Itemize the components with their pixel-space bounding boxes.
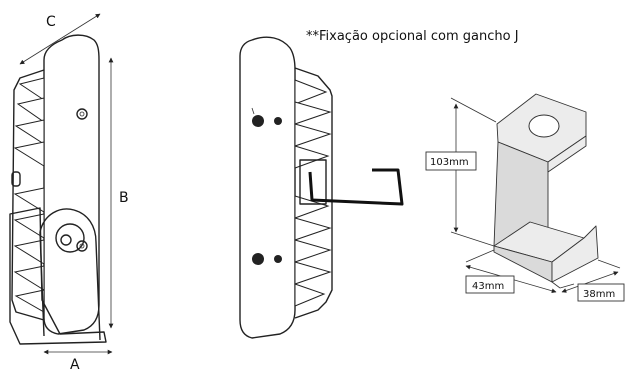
dim-height-label: 103mm [430,157,469,168]
body-screw [76,108,88,120]
mount-hole-upper-right [274,117,282,125]
cooling-fins-mid-view [294,79,332,307]
hook-mounting-hole [528,114,560,138]
mount-hole-lower-left [252,253,264,265]
side-view-with-bracket: C B A [9,13,129,371]
reflector-body-outline-mid [239,36,296,339]
j-hook [308,168,404,206]
reflector-rear-edge [11,69,45,321]
dim-depth-box [577,283,625,302]
j-hook-detail: **Fixação opcional com gancho J 103mm 43… [306,29,625,302]
pivot-screw [76,240,88,252]
dim-depth-line [561,271,619,293]
dim-depth-label: 38mm [583,289,615,300]
mount-hole-lower-right [274,255,282,263]
dim-c-label: C [46,14,56,30]
dim-b-label: B [119,190,129,206]
dim-width-box [465,275,515,294]
dim-height-box [425,151,477,171]
dim-c-line [19,13,101,65]
mount-hole-upper-left [252,115,264,127]
dim-a-label: A [70,357,80,371]
reflector-body-outline [43,34,100,335]
cooling-fins-left-view [13,77,45,313]
hook-slot [299,159,327,205]
cable-gland [11,171,21,187]
dim-width-label: 43mm [472,281,504,292]
pivot-knob [55,223,85,253]
reflector-rear-edge-mid [294,67,333,319]
side-view-with-j-hook [239,36,404,339]
bracket-arm [39,208,101,341]
optional-mount-note: **Fixação opcional com gancho J [306,29,519,44]
